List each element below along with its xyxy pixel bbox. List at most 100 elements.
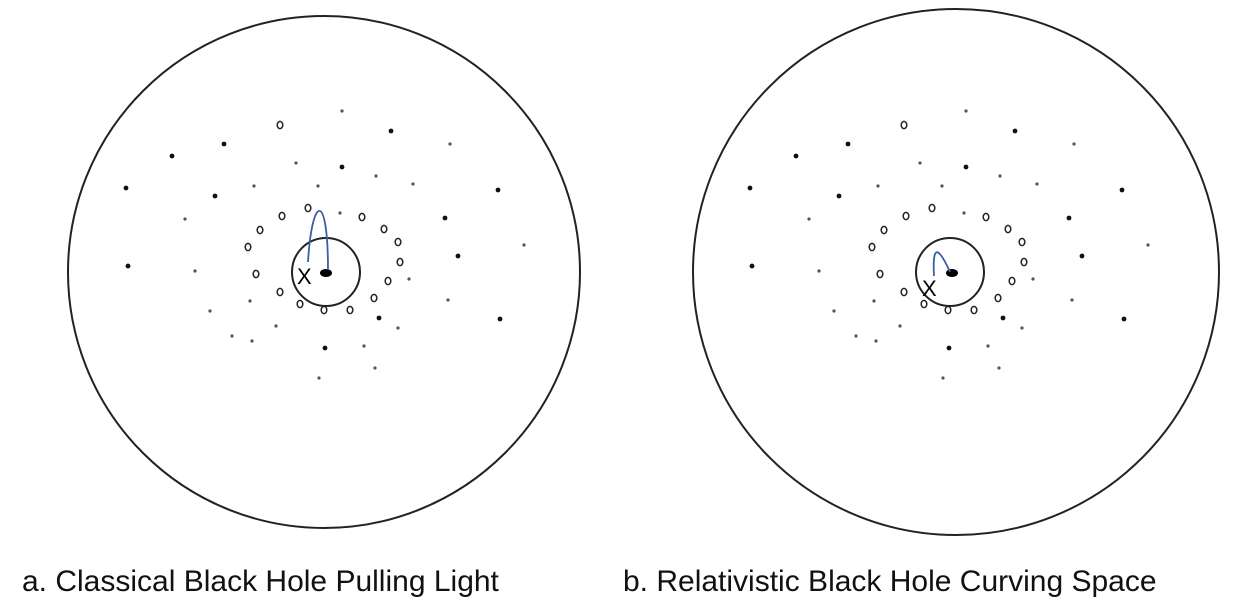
space-point-dot (962, 211, 966, 215)
space-point-ring (902, 211, 910, 221)
space-point-dot (212, 193, 218, 199)
space-point-dot (208, 309, 212, 313)
space-point-dot (874, 339, 878, 343)
space-point-ring (252, 269, 260, 279)
space-point-dot (497, 316, 503, 322)
space-point-dot (495, 187, 501, 193)
space-point-ring (900, 120, 908, 130)
space-point-dot (845, 141, 851, 147)
space-point-dot (396, 326, 400, 330)
space-point-dot (1121, 316, 1127, 322)
space-point-ring (396, 257, 404, 267)
space-point-dot (339, 164, 345, 170)
space-point-ring (276, 120, 284, 130)
universe-boundary-circle (67, 15, 581, 529)
space-point-dot (747, 185, 753, 191)
space-point-dot (940, 184, 944, 188)
space-point-ring (868, 242, 876, 252)
space-point-ring (276, 287, 284, 297)
space-point-ring (346, 305, 354, 315)
space-point-ring (880, 225, 888, 235)
space-point-dot (373, 366, 377, 370)
space-point-ring (1004, 224, 1012, 234)
space-point-dot (123, 185, 129, 191)
space-point-dot (898, 324, 902, 328)
space-point-dot (411, 182, 415, 186)
space-point-dot (1079, 253, 1085, 259)
space-point-ring (380, 224, 388, 234)
space-point-ring (358, 212, 366, 222)
space-point-dot (986, 344, 990, 348)
space-point-dot (963, 164, 969, 170)
space-point-dot (446, 298, 450, 302)
space-point-ring (982, 212, 990, 222)
space-point-ring (384, 276, 392, 286)
caption-panel-b: b. Relativistic Black Hole Curving Space (623, 565, 1157, 598)
panel-classical-black-hole: X (67, 15, 581, 529)
space-point-dot (941, 376, 945, 380)
space-point-dot (1020, 326, 1024, 330)
space-point-ring (876, 269, 884, 279)
space-point-dot (1070, 298, 1074, 302)
space-point-ring (304, 203, 312, 213)
space-point-dot (998, 174, 1002, 178)
space-point-dot (338, 211, 342, 215)
light-path-curve (307, 210, 329, 271)
space-point-ring (928, 203, 936, 213)
space-point-dot (317, 376, 321, 380)
space-point-dot (125, 263, 131, 269)
space-point-dot (817, 269, 821, 273)
space-point-dot (442, 215, 448, 221)
space-point-dot (997, 366, 1001, 370)
space-point-ring (278, 211, 286, 221)
space-point-dot (374, 174, 378, 178)
space-point-dot (322, 345, 328, 351)
space-point-ring (320, 305, 328, 315)
space-point-dot (964, 109, 968, 113)
space-point-dot (1119, 187, 1125, 193)
space-points (123, 109, 526, 380)
space-point-ring (944, 305, 952, 315)
space-point-ring (370, 293, 378, 303)
space-point-dot (854, 334, 858, 338)
space-point-dot (1066, 215, 1072, 221)
space-point-dot (872, 299, 876, 303)
space-point-dot (316, 184, 320, 188)
space-point-ring (244, 242, 252, 252)
space-point-dot (230, 334, 234, 338)
space-point-dot (388, 128, 394, 134)
space-point-dot (252, 184, 256, 188)
space-point-dot (1012, 128, 1018, 134)
universe-boundary-circle (692, 8, 1220, 536)
singularity-dot (946, 269, 958, 277)
space-point-ring (256, 225, 264, 235)
light-source-marker: X (297, 264, 312, 289)
space-point-dot (193, 269, 197, 273)
space-point-dot (448, 142, 452, 146)
space-point-dot (1000, 315, 1006, 321)
space-point-ring (920, 299, 928, 309)
space-point-dot (836, 193, 842, 199)
space-point-dot (250, 339, 254, 343)
space-point-ring (970, 305, 978, 315)
space-point-dot (876, 184, 880, 188)
panel-relativistic-black-hole: X (692, 8, 1220, 536)
space-point-dot (918, 161, 922, 165)
space-point-dot (274, 324, 278, 328)
space-point-dot (455, 253, 461, 259)
space-point-dot (294, 161, 298, 165)
space-point-dot (1072, 142, 1076, 146)
space-point-dot (221, 141, 227, 147)
space-point-dot (248, 299, 252, 303)
space-point-dot (407, 277, 411, 281)
singularity-dot (320, 269, 332, 277)
space-point-dot (169, 153, 175, 159)
space-point-ring (394, 237, 402, 247)
space-point-dot (832, 309, 836, 313)
light-path-curve (932, 251, 951, 277)
space-point-dot (807, 217, 811, 221)
space-point-ring (994, 293, 1002, 303)
space-point-dot (1146, 243, 1150, 247)
space-point-dot (1031, 277, 1035, 281)
